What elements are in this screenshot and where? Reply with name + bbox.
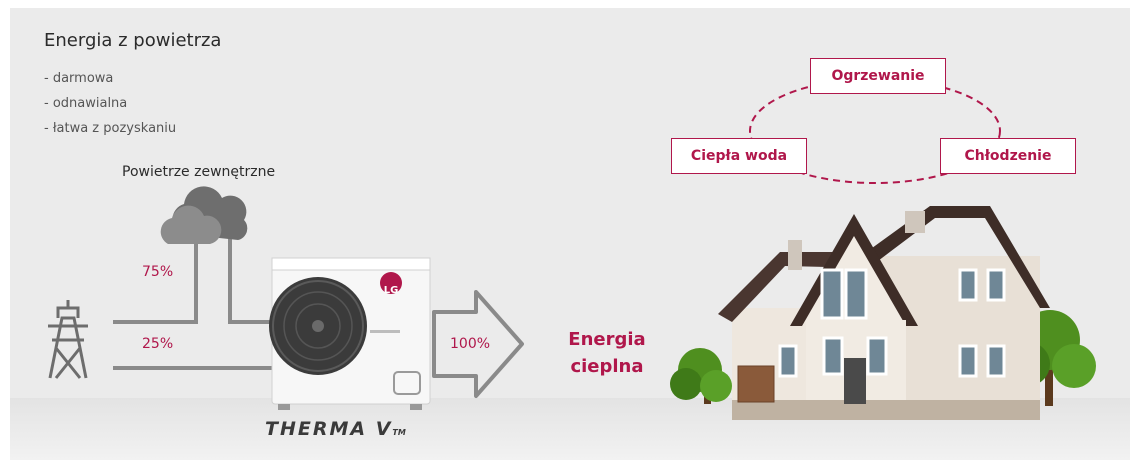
hot-water-box: Ciepła woda	[671, 138, 807, 174]
feature-item-free: - darmowa	[44, 71, 114, 86]
heating-box: Ogrzewanie	[810, 58, 946, 94]
thermal-energy-line-1: Energia	[568, 329, 646, 350]
feature-item-easy: - łatwa z pozyskaniu	[44, 121, 177, 136]
diagram-canvas: Energia z powietrza - darmowa - odnawial…	[10, 8, 1130, 460]
electric-percent-label: 25%	[142, 336, 174, 352]
thermal-energy-line-2: cieplna	[570, 356, 644, 377]
power-pylon-icon	[48, 300, 88, 379]
cooling-box: Chłodzenie	[940, 138, 1076, 174]
house-image	[670, 206, 1096, 420]
thermal-energy-label: Energia cieplna	[555, 326, 659, 380]
product-name: THERMA V	[265, 418, 393, 440]
tree-icon	[670, 348, 732, 404]
page-title: Energia z powietrza	[44, 30, 222, 51]
lg-logo: LG	[383, 285, 399, 296]
product-logo: THERMA VTM	[265, 418, 406, 440]
cloud-icon	[160, 186, 248, 244]
air-flow-line	[113, 236, 198, 324]
air-percent-label: 75%	[142, 264, 174, 280]
outdoor-air-label: Powietrze zewnętrzne	[122, 164, 276, 180]
feature-item-renewable: - odnawialna	[44, 96, 128, 111]
diagram-graphics	[48, 78, 1096, 420]
trademark: TM	[392, 428, 406, 437]
output-percent-label: 100%	[450, 336, 491, 352]
feature-list: - darmowa - odnawialna - łatwa z pozyska…	[44, 66, 176, 141]
output-arrow	[432, 290, 524, 398]
outdoor-unit-image	[269, 257, 431, 410]
air-flow-line-2	[228, 236, 272, 324]
energy-flow-lines	[113, 236, 272, 370]
